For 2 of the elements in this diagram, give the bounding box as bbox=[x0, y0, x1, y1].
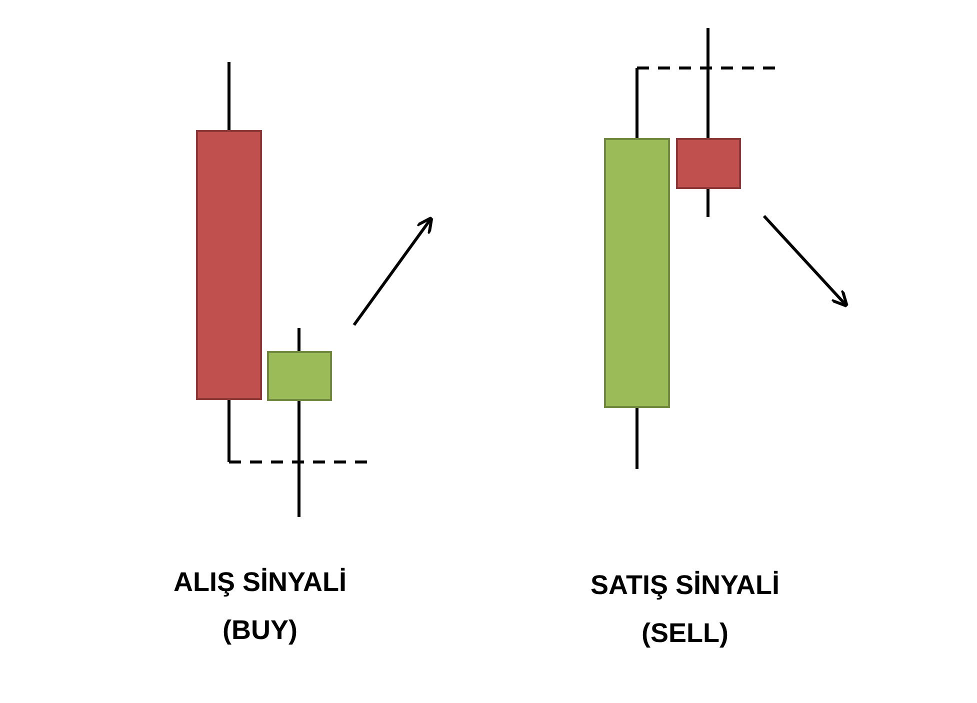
signal-label: SATIŞ SİNYALİ (SELL) bbox=[590, 569, 780, 650]
signal-label: ALIŞ SİNYALİ (BUY) bbox=[174, 566, 347, 647]
